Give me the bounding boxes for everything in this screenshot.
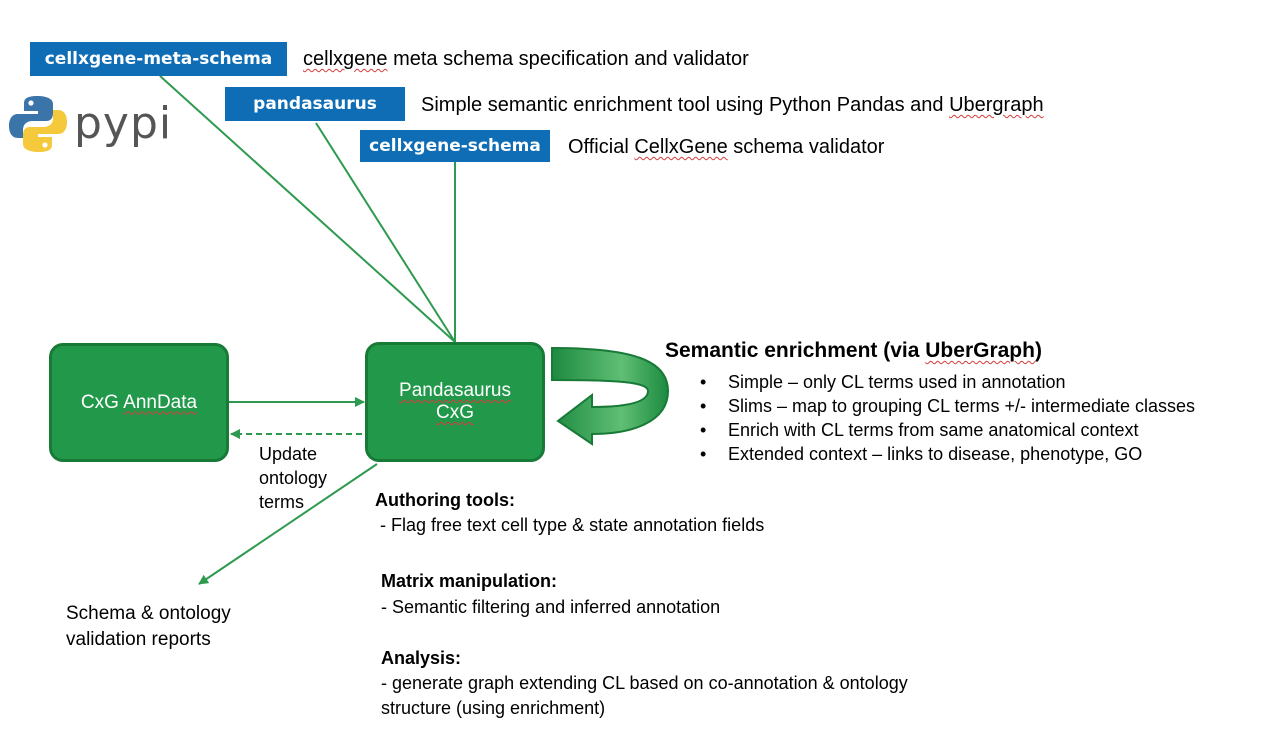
section-analysis-line: - generate graph extending CL based on c… [381,673,908,693]
node-cxg-anndata[interactable]: CxG AnnData [49,343,229,462]
arrow-to-reports [198,463,378,585]
tag-pandasaurus[interactable]: pandasaurus [225,87,405,121]
section-analysis-title: Analysis: [381,648,462,668]
pypi-logo: pypi [6,92,171,161]
section-authoring-title: Authoring tools: [375,490,515,510]
desc-pandasaurus: Simple semantic enrichment tool using Py… [421,94,1044,116]
line-meta-schema [159,75,456,343]
section-authoring-line: - Flag free text cell type & state annot… [375,515,765,535]
enrichment-item: Enrich with CL terms from same anatomica… [700,418,1195,442]
line-pandasaurus-tag [315,122,456,343]
node-pandasaurus-line1: Pandasaurus [399,380,511,401]
python-logo-icon [9,96,67,152]
pypi-wordmark: pypi [74,98,173,149]
desc-cellxgene-schema: Official CellxGene schema validator [568,136,885,158]
enrichment-item: Extended context – links to disease, phe… [700,442,1195,466]
node-pandasaurus-cxg[interactable]: Pandasaurus CxG [365,342,545,462]
node-pandasaurus-line2: CxG [436,402,474,423]
edge-label-update-ontology: Update ontology terms [259,444,328,512]
section-matrix-title: Matrix manipulation: [381,571,558,591]
enrichment-title: Semantic enrichment (via UberGraph) [665,339,1042,362]
enrichment-list: Simple – only CL terms used in annotatio… [700,370,1195,466]
enrichment-loop-arrow [551,346,670,446]
node-cxg-anndata-label: CxG AnnData [80,391,198,413]
enrichment-item: Simple – only CL terms used in annotatio… [700,370,1195,394]
node-validation-reports: Schema & ontology validation reports [66,603,231,650]
tag-cellxgene-schema[interactable]: cellxgene-schema [360,130,550,162]
tag-cellxgene-meta-schema[interactable]: cellxgene-meta-schema [30,42,287,76]
section-matrix-line: - Semantic filtering and inferred annota… [381,597,721,617]
enrichment-item: Slims – map to grouping CL terms +/- int… [700,394,1195,418]
section-analysis-line: structure (using enrichment) [381,698,606,718]
desc-cellxgene-meta-schema: cellxgene meta schema specification and … [303,48,749,70]
